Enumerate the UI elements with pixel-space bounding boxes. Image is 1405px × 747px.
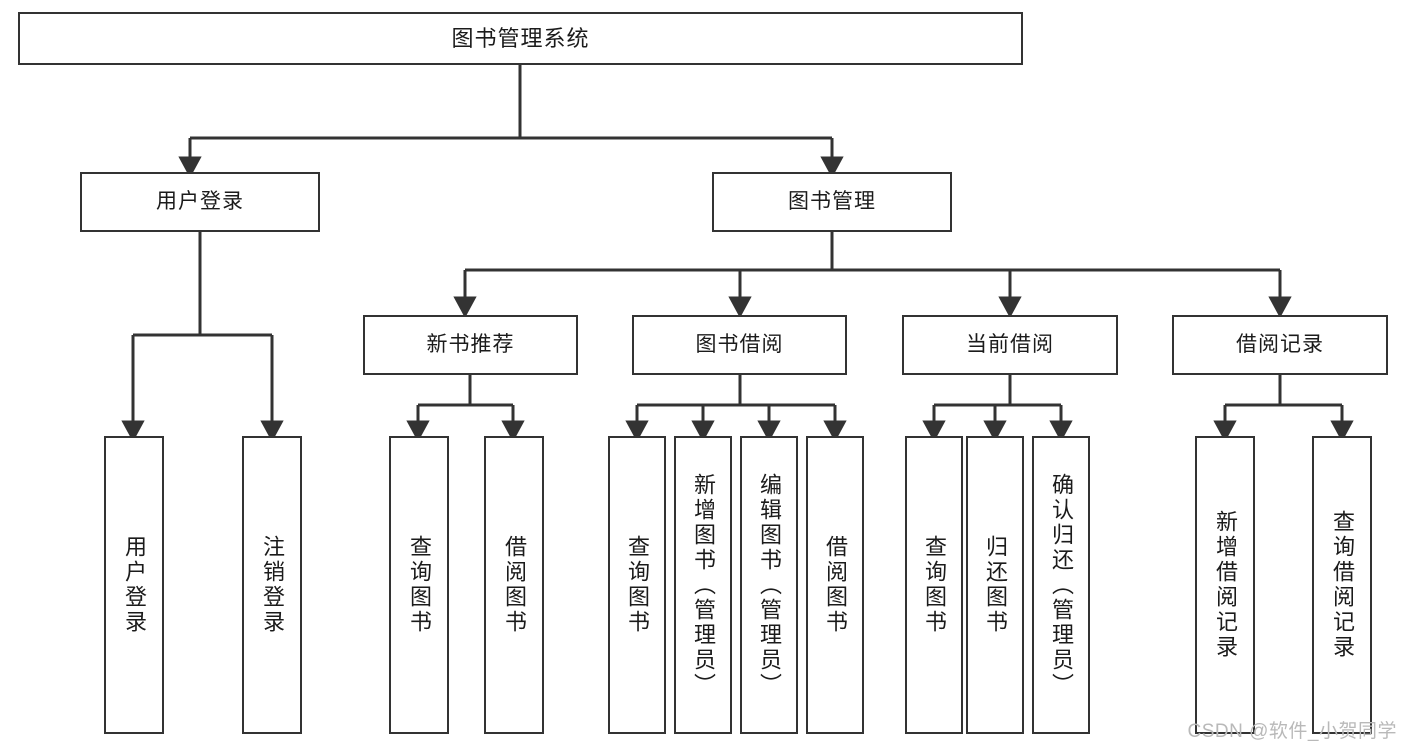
node-book-manage-label: 图书管理 [788, 189, 876, 213]
node-root[interactable]: 图书管理系统 [18, 12, 1023, 65]
watermark: CSDN @软件_小贺同学 [1187, 721, 1397, 742]
node-new-book-recommend[interactable]: 新书推荐 [363, 315, 578, 375]
node-book-manage[interactable]: 图书管理 [712, 172, 952, 232]
node-root-label: 图书管理系统 [451, 25, 590, 51]
node-leaf-logout-login-label: 注销登录 [259, 535, 285, 635]
node-book-borrow[interactable]: 图书借阅 [632, 315, 847, 375]
node-user-login[interactable]: 用户登录 [80, 172, 320, 232]
node-leaf-edit-book[interactable]: 编辑图书（管理员） [740, 436, 798, 734]
node-user-login-label: 用户登录 [156, 189, 244, 213]
node-leaf-query-record-label: 查询借阅记录 [1329, 510, 1355, 660]
node-leaf-edit-book-label: 编辑图书（管理员） [756, 472, 782, 698]
node-leaf-query-record[interactable]: 查询借阅记录 [1312, 436, 1372, 734]
node-leaf-add-book-label: 新增图书（管理员） [690, 472, 716, 698]
node-leaf-borrow-book-2-label: 借阅图书 [822, 535, 848, 635]
node-new-book-recommend-label: 新书推荐 [426, 332, 515, 356]
node-leaf-add-book[interactable]: 新增图书（管理员） [674, 436, 732, 734]
node-current-borrow-label: 当前借阅 [966, 332, 1054, 356]
node-leaf-return-book-label: 归还图书 [982, 535, 1008, 635]
node-leaf-confirm-return-label: 确认归还（管理员） [1048, 472, 1074, 698]
node-borrow-record[interactable]: 借阅记录 [1172, 315, 1388, 375]
node-book-borrow-label: 图书借阅 [695, 332, 784, 356]
node-leaf-query-book-3-label: 查询图书 [921, 535, 947, 635]
node-leaf-query-book-1[interactable]: 查询图书 [389, 436, 449, 734]
node-leaf-logout-login[interactable]: 注销登录 [242, 436, 302, 734]
node-leaf-borrow-book-1-label: 借阅图书 [501, 535, 527, 635]
node-leaf-user-login-label: 用户登录 [121, 535, 147, 635]
node-leaf-confirm-return[interactable]: 确认归还（管理员） [1032, 436, 1090, 734]
node-leaf-borrow-book-2[interactable]: 借阅图书 [806, 436, 864, 734]
node-leaf-add-record[interactable]: 新增借阅记录 [1195, 436, 1255, 734]
node-leaf-query-book-2-label: 查询图书 [624, 535, 650, 635]
node-borrow-record-label: 借阅记录 [1236, 332, 1324, 356]
node-leaf-query-book-2[interactable]: 查询图书 [608, 436, 666, 734]
node-leaf-borrow-book-1[interactable]: 借阅图书 [484, 436, 544, 734]
node-leaf-add-record-label: 新增借阅记录 [1212, 510, 1238, 660]
node-leaf-user-login[interactable]: 用户登录 [104, 436, 164, 734]
node-leaf-return-book[interactable]: 归还图书 [966, 436, 1024, 734]
node-current-borrow[interactable]: 当前借阅 [902, 315, 1118, 375]
node-leaf-query-book-3[interactable]: 查询图书 [905, 436, 963, 734]
node-leaf-query-book-1-label: 查询图书 [406, 535, 432, 635]
